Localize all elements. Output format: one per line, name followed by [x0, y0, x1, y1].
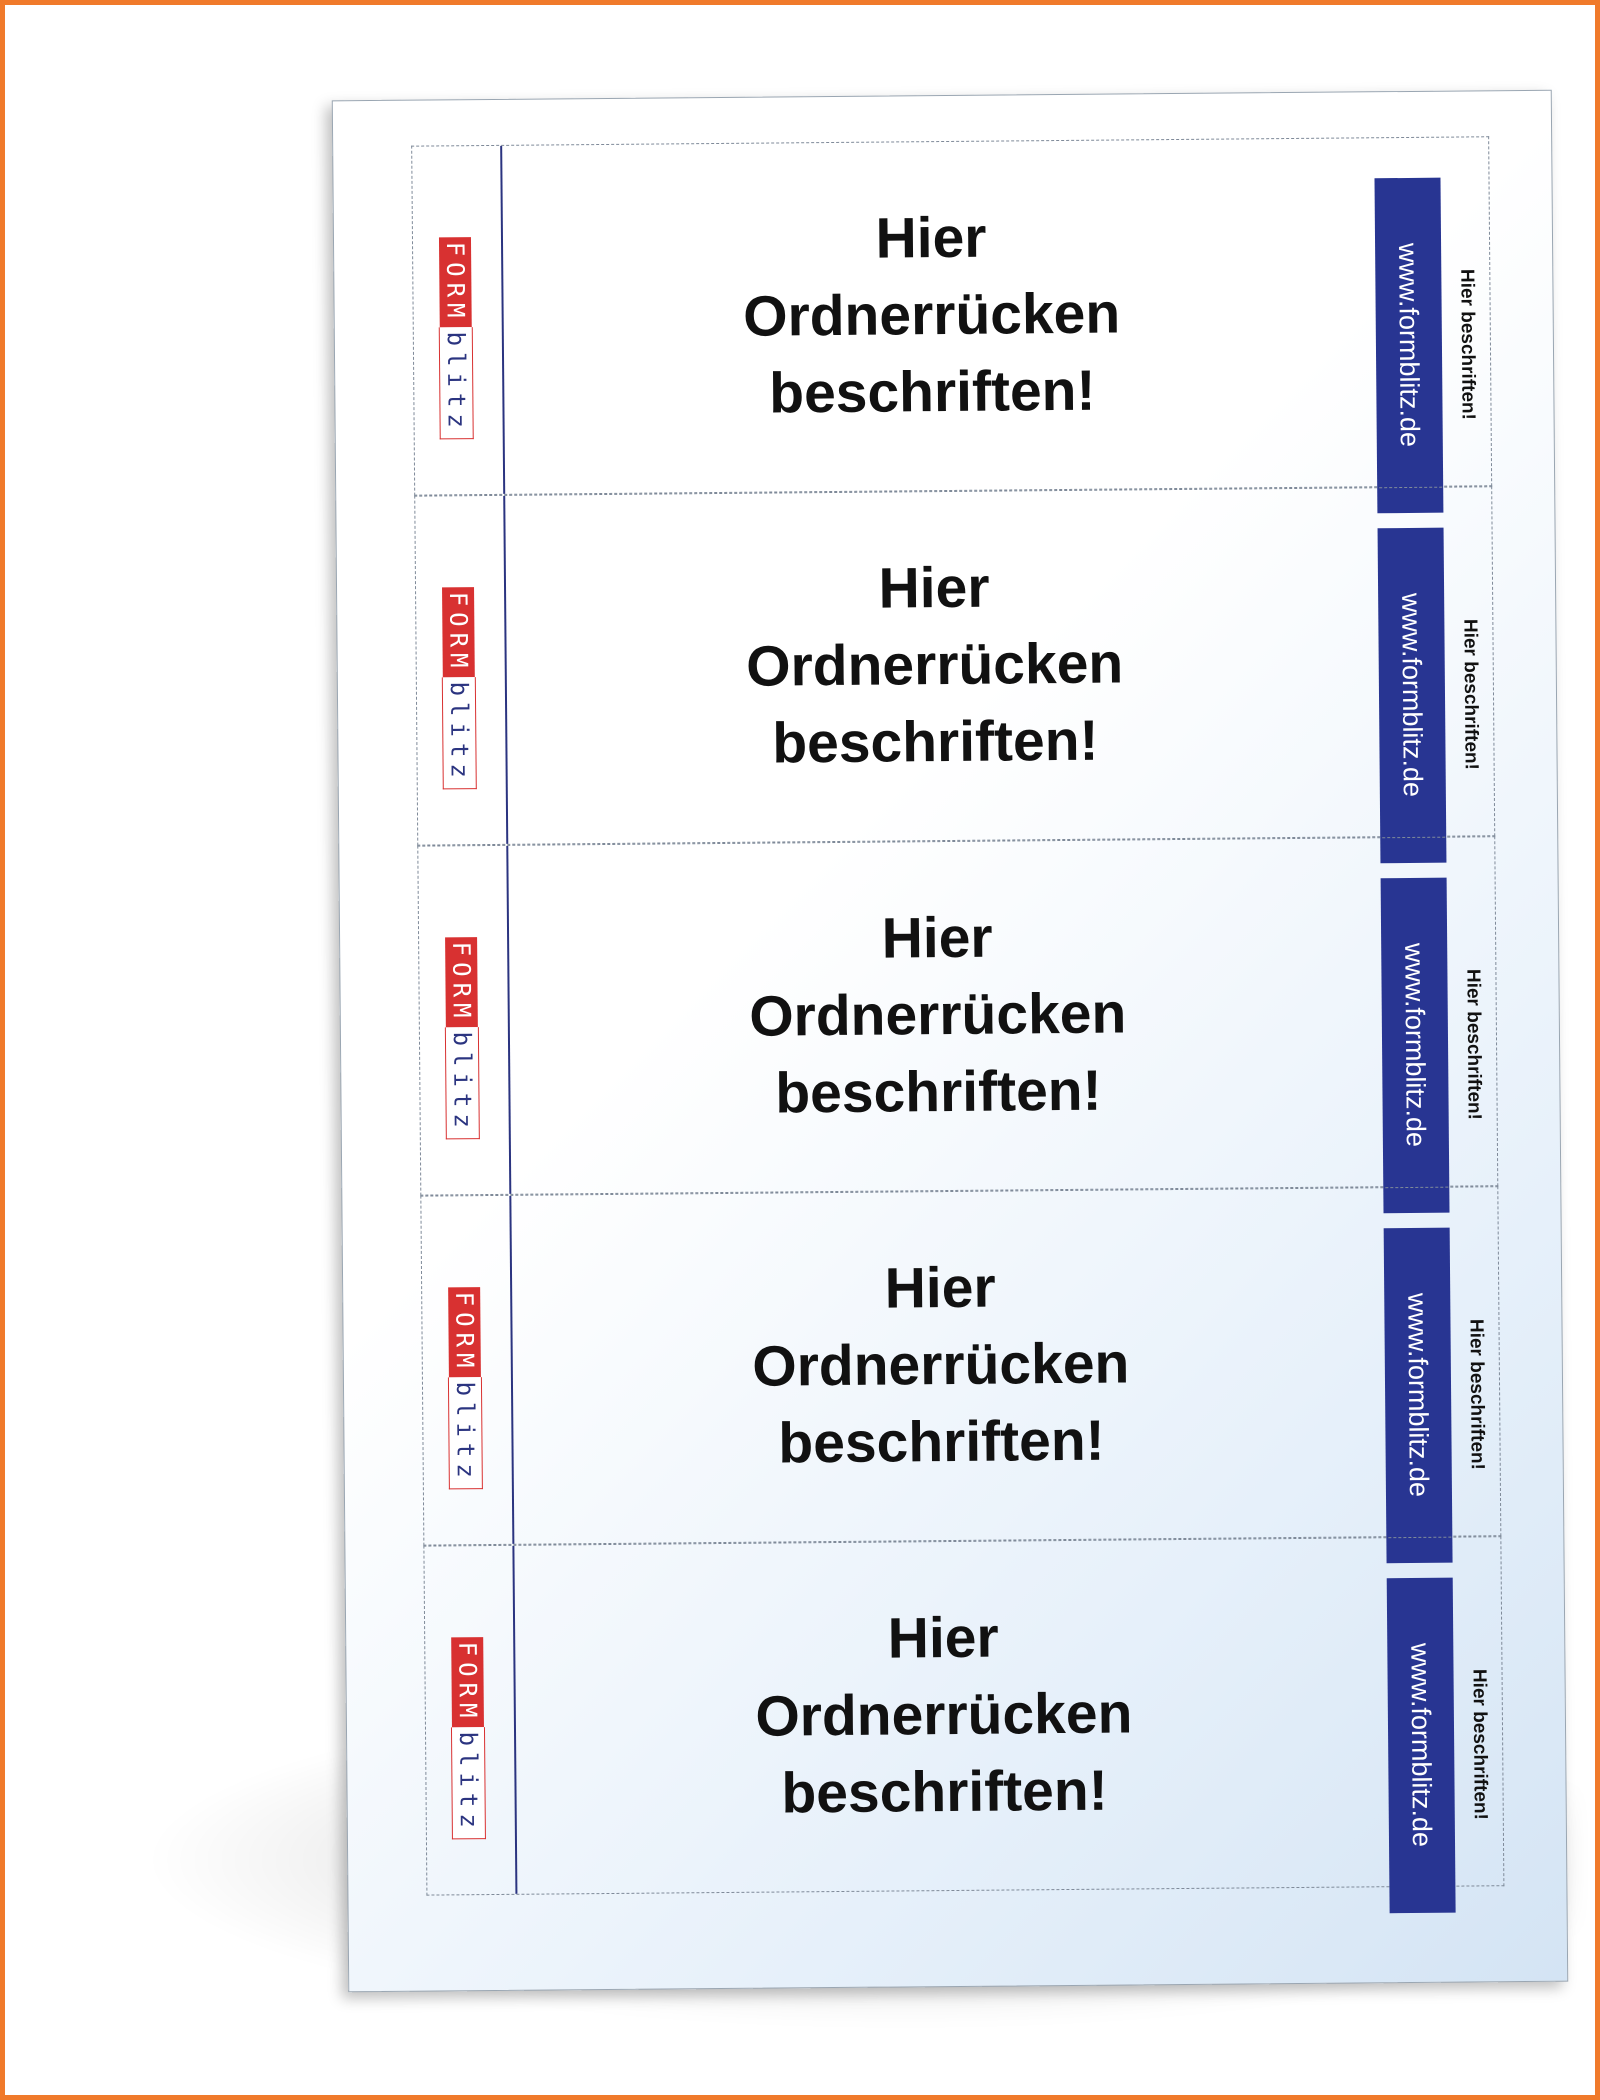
title-line: Ordnerrücken	[742, 281, 1121, 349]
logo-form-text: FORM	[445, 937, 478, 1028]
title-line: Hier	[884, 1255, 996, 1321]
website-url: www.formblitz.de	[1402, 1292, 1434, 1498]
logo-form-text: FORM	[438, 237, 472, 328]
side-caption: Hier beschriften!	[1450, 1227, 1503, 1562]
label-title: Hier Ordnerrücken beschriften!	[576, 547, 1294, 784]
title-line: Ordnerrücken	[755, 1681, 1133, 1749]
logo-blitz-text: blitz	[438, 327, 474, 439]
url-bar: www.formblitz.de	[1374, 177, 1444, 514]
label-title: Hier Ordnerrücken beschriften!	[579, 897, 1297, 1134]
title-line: Ordnerrücken	[749, 981, 1127, 1049]
title-line: beschriften!	[771, 708, 1099, 776]
label-title: Hier Ordnerrücken beschriften!	[582, 1247, 1300, 1484]
spine-divider-line	[500, 145, 506, 494]
side-caption: Hier beschriften!	[1440, 177, 1493, 512]
side-caption-text: Hier beschriften!	[1468, 1668, 1491, 1820]
logo-blitz-text: blitz	[441, 677, 477, 789]
url-bar: www.formblitz.de	[1377, 527, 1447, 864]
side-caption-text: Hier beschriften!	[1465, 1318, 1488, 1470]
spine-divider-line	[509, 1195, 515, 1544]
side-caption-text: Hier beschriften!	[1459, 618, 1482, 771]
title-line: Ordnerrücken	[752, 1331, 1130, 1399]
side-caption-text: Hier beschriften!	[1462, 968, 1485, 1121]
website-url: www.formblitz.de	[1405, 1642, 1438, 1848]
logo-blitz-text: blitz	[447, 1377, 483, 1489]
logo-form-text: FORM	[448, 1287, 481, 1378]
title-line: Hier	[878, 555, 990, 621]
spine-divider-line	[503, 495, 509, 844]
website-url: www.formblitz.de	[1393, 242, 1425, 448]
spine-divider-line	[512, 1545, 518, 1894]
title-line: Hier	[887, 1605, 999, 1671]
website-url: www.formblitz.de	[1396, 592, 1428, 798]
side-caption: Hier beschriften!	[1453, 1577, 1506, 1912]
logo-blitz-text: blitz	[444, 1027, 480, 1139]
label-title: Hier Ordnerrücken beschriften!	[573, 197, 1291, 434]
side-caption-text: Hier beschriften!	[1456, 268, 1479, 421]
title-line: Hier	[875, 205, 987, 271]
url-bar: www.formblitz.de	[1383, 1227, 1453, 1564]
website-url: www.formblitz.de	[1399, 942, 1431, 1148]
logo-blitz-text: blitz	[450, 1727, 486, 1839]
title-line: beschriften!	[768, 358, 1096, 426]
label-title: Hier Ordnerrücken beschriften!	[585, 1597, 1303, 1834]
logo-form-text: FORM	[442, 587, 475, 678]
spine-divider-line	[506, 845, 512, 1194]
title-line: Ordnerrücken	[745, 631, 1124, 699]
side-caption: Hier beschriften!	[1444, 527, 1497, 862]
side-caption: Hier beschriften!	[1447, 877, 1500, 1212]
url-bar: www.formblitz.de	[1386, 1577, 1456, 1914]
title-line: beschriften!	[778, 1408, 1105, 1476]
title-line: beschriften!	[781, 1758, 1108, 1826]
url-bar: www.formblitz.de	[1380, 877, 1450, 1214]
title-line: Hier	[881, 905, 993, 971]
title-line: beschriften!	[775, 1058, 1102, 1126]
logo-form-text: FORM	[451, 1637, 484, 1728]
